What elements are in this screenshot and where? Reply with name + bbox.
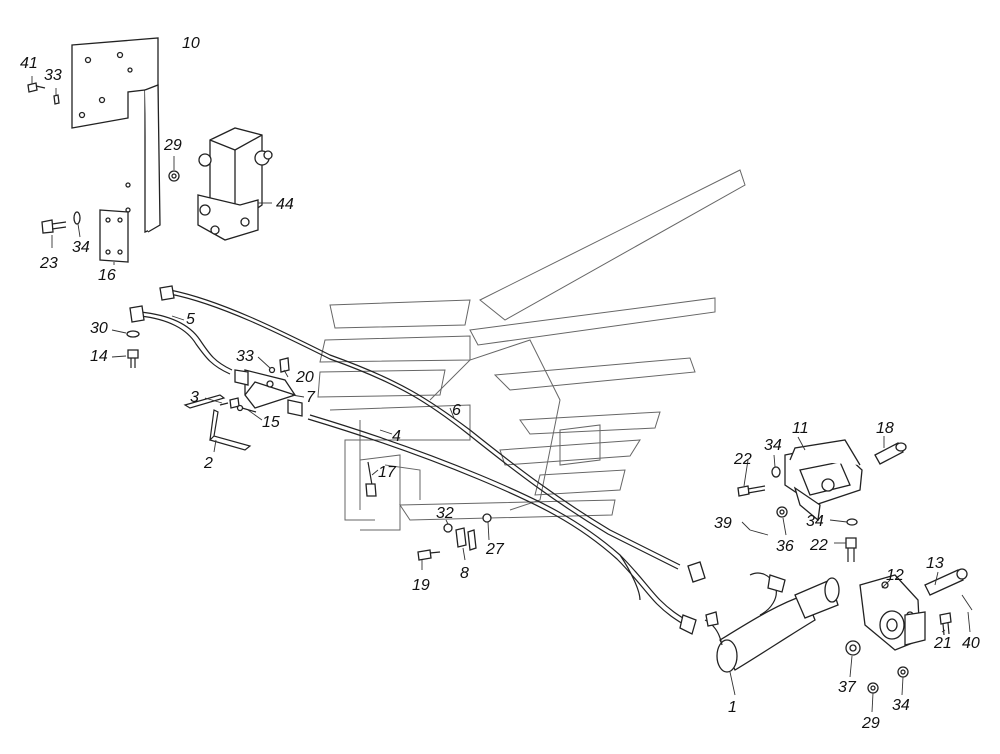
rod-2 [183,394,252,451]
label-4: 4 [392,428,401,445]
washer-32 [443,523,453,533]
label-10: 10 [182,35,200,52]
cotter-40 [961,594,973,611]
label-23: 23 [39,255,58,272]
label-18: 18 [876,420,894,437]
label-14: 14 [90,348,108,365]
label-15: 15 [262,414,280,431]
label-29b: 29 [861,715,880,732]
bolt-22a [737,485,766,497]
label-34c: 34 [806,513,824,530]
label-1: 1 [728,699,737,716]
label-34b: 34 [764,437,782,454]
label-21: 21 [933,635,952,652]
label-33: 33 [44,67,62,84]
label-12: 12 [886,567,904,584]
label-39: 39 [714,515,732,532]
part-labels: 41 33 10 29 44 23 34 16 30 5 14 33 20 3 … [20,35,980,732]
bolt-21 [939,612,952,636]
cylinder-1 [704,572,840,673]
label-11: 11 [792,420,809,437]
label-34d: 34 [892,697,910,714]
watermark-logo [317,169,746,531]
tube-5 [129,305,233,375]
leader-lines [31,76,971,713]
bolt-14 [127,349,139,368]
label-16: 16 [98,267,116,284]
valve-44 [197,127,273,241]
pin-13 [924,568,968,596]
washer-33b [268,366,276,374]
washer-34b [771,466,781,478]
label-27: 27 [485,541,505,558]
bracket-12 [859,574,926,651]
label-2: 2 [203,455,213,472]
label-7: 7 [306,389,316,406]
block-7 [234,369,303,417]
washer-34c [846,518,858,526]
washer-30 [126,330,140,338]
label-41: 41 [20,55,38,72]
label-8: 8 [460,565,469,582]
bolt-15 [236,404,257,413]
label-13: 13 [926,555,944,572]
washer-33 [53,94,60,105]
label-22: 22 [733,451,752,468]
label-34: 34 [72,239,90,256]
plate-16 [99,209,129,263]
label-40: 40 [962,635,980,652]
washer-34 [73,211,81,225]
label-36: 36 [776,538,794,555]
label-19: 19 [412,577,430,594]
bolt-23 [41,219,67,234]
tube-6 [159,285,706,583]
label-33b: 33 [236,348,254,365]
cable-17 [365,461,377,497]
label-32: 32 [436,505,454,522]
label-22b: 22 [809,537,828,554]
bolt-3 [219,397,240,409]
label-17: 17 [378,464,397,481]
bolt-41 [27,82,46,93]
tube-4 [307,414,697,635]
washer-36 [776,506,788,518]
fitting-20 [279,357,290,373]
bolt-22b [845,537,857,562]
label-37: 37 [838,679,857,696]
bracket-plate-10 [71,37,161,233]
label-6: 6 [452,402,461,419]
fitting-8 [455,527,477,551]
bolt-19 [417,549,441,561]
label-3: 3 [190,389,199,406]
nut-27 [482,513,492,523]
washer-37 [845,640,861,656]
nut-29b [867,682,879,694]
washer-34d [897,666,909,678]
label-5: 5 [186,311,195,328]
label-29: 29 [163,137,182,154]
cotter-39 [749,529,769,536]
label-20: 20 [295,369,314,386]
nut-29 [168,170,180,182]
label-44: 44 [276,196,294,213]
bracket-11 [784,439,863,522]
label-30: 30 [90,320,108,337]
pin-18 [874,442,907,465]
